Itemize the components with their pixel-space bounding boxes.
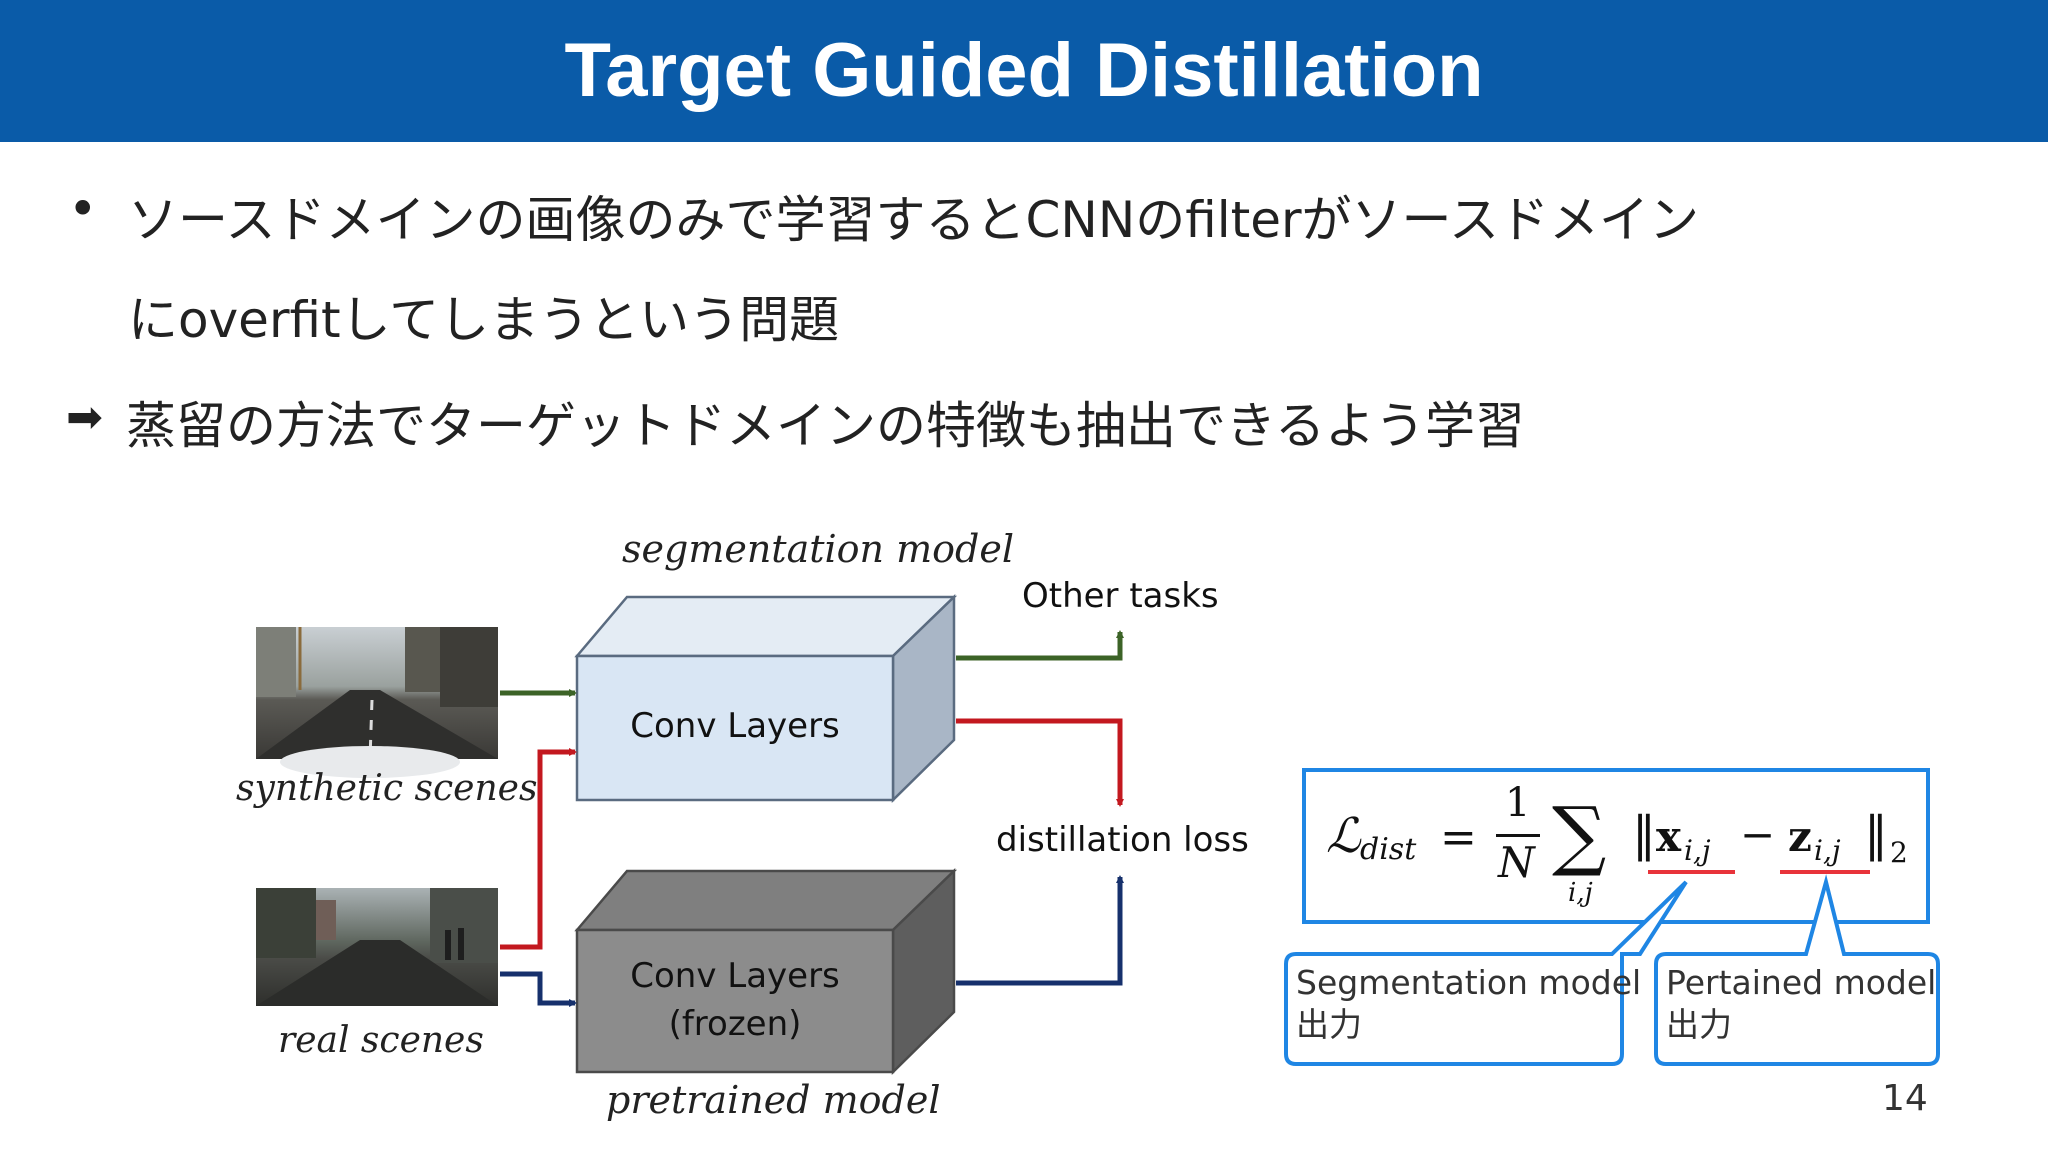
conv-layers-box bbox=[574, 594, 958, 803]
conv-to-loss-arrow-red bbox=[956, 718, 1124, 807]
slide-title: Target Guided Distillation bbox=[564, 28, 1484, 113]
conv-frozen-label-2: (frozen) bbox=[668, 1004, 802, 1044]
formula-x-sub: i,j bbox=[1684, 834, 1711, 867]
callout-pretrained bbox=[1654, 874, 1940, 1066]
formula-z: z bbox=[1788, 812, 1812, 861]
bullet-marker: • bbox=[68, 180, 98, 238]
segmentation-model-label: segmentation model bbox=[622, 527, 1014, 571]
formula-norm-open: ‖ bbox=[1632, 806, 1656, 862]
callout-pre-line1: Pertained model bbox=[1666, 963, 1937, 1002]
arrow-marker: ➡ bbox=[66, 392, 103, 443]
real-scene-image bbox=[256, 888, 498, 1006]
formula-lhs-sub: dist bbox=[1360, 832, 1417, 867]
conv-layers-label: Conv Layers bbox=[630, 706, 840, 746]
formula-norm-close: ‖ bbox=[1864, 806, 1888, 862]
formula-sum: ∑ bbox=[1552, 790, 1607, 879]
real-scenes-label: real scenes bbox=[278, 1020, 484, 1061]
callout-seg-line2: 出力 bbox=[1296, 1005, 1362, 1044]
arrow-line: 蒸留の方法でターゲットドメインの特徴も抽出できるよう学習 bbox=[126, 397, 1525, 455]
formula-x: x bbox=[1656, 812, 1682, 861]
formula-frac-line bbox=[1496, 834, 1540, 837]
real-to-frozen-arrow bbox=[500, 971, 577, 1007]
callout-pre-line2: 出力 bbox=[1666, 1005, 1732, 1044]
formula-frac-den: N bbox=[1498, 838, 1535, 887]
formula-minus: − bbox=[1740, 810, 1776, 859]
bullet-line-2: にoverfitしてしまうという問題 bbox=[128, 291, 840, 349]
bullet-line-1: ソースドメインの画像のみで学習するとCNNのfilterがソースドメイン bbox=[128, 191, 1700, 249]
formula-norm-sub: 2 bbox=[1890, 836, 1908, 869]
conv-layers-frozen-box bbox=[574, 868, 958, 1075]
synthetic-scenes-label: synthetic scenes bbox=[236, 768, 538, 809]
real-to-conv-arrow bbox=[500, 748, 577, 950]
synthetic-scene-image bbox=[256, 627, 498, 778]
other-tasks-arrow bbox=[956, 630, 1124, 661]
formula-sum-sub: i,j bbox=[1568, 878, 1593, 908]
formula-z-sub: i,j bbox=[1814, 834, 1841, 867]
distillation-loss-label: distillation loss bbox=[996, 820, 1249, 860]
title-bar bbox=[0, 0, 2048, 142]
formula-equals: = bbox=[1440, 812, 1477, 863]
frozen-to-loss-arrow bbox=[956, 875, 1124, 986]
other-tasks-label: Other tasks bbox=[1022, 576, 1219, 616]
pretrained-model-label: pretrained model bbox=[606, 1078, 941, 1122]
page-number: 14 bbox=[1882, 1078, 1928, 1119]
callout-segmentation bbox=[1284, 880, 1688, 1066]
callout-seg-line1: Segmentation model bbox=[1296, 963, 1642, 1002]
formula-frac-num: 1 bbox=[1505, 780, 1531, 826]
conv-frozen-label-1: Conv Layers bbox=[630, 956, 840, 996]
formula-lhs: ℒ bbox=[1326, 808, 1361, 864]
